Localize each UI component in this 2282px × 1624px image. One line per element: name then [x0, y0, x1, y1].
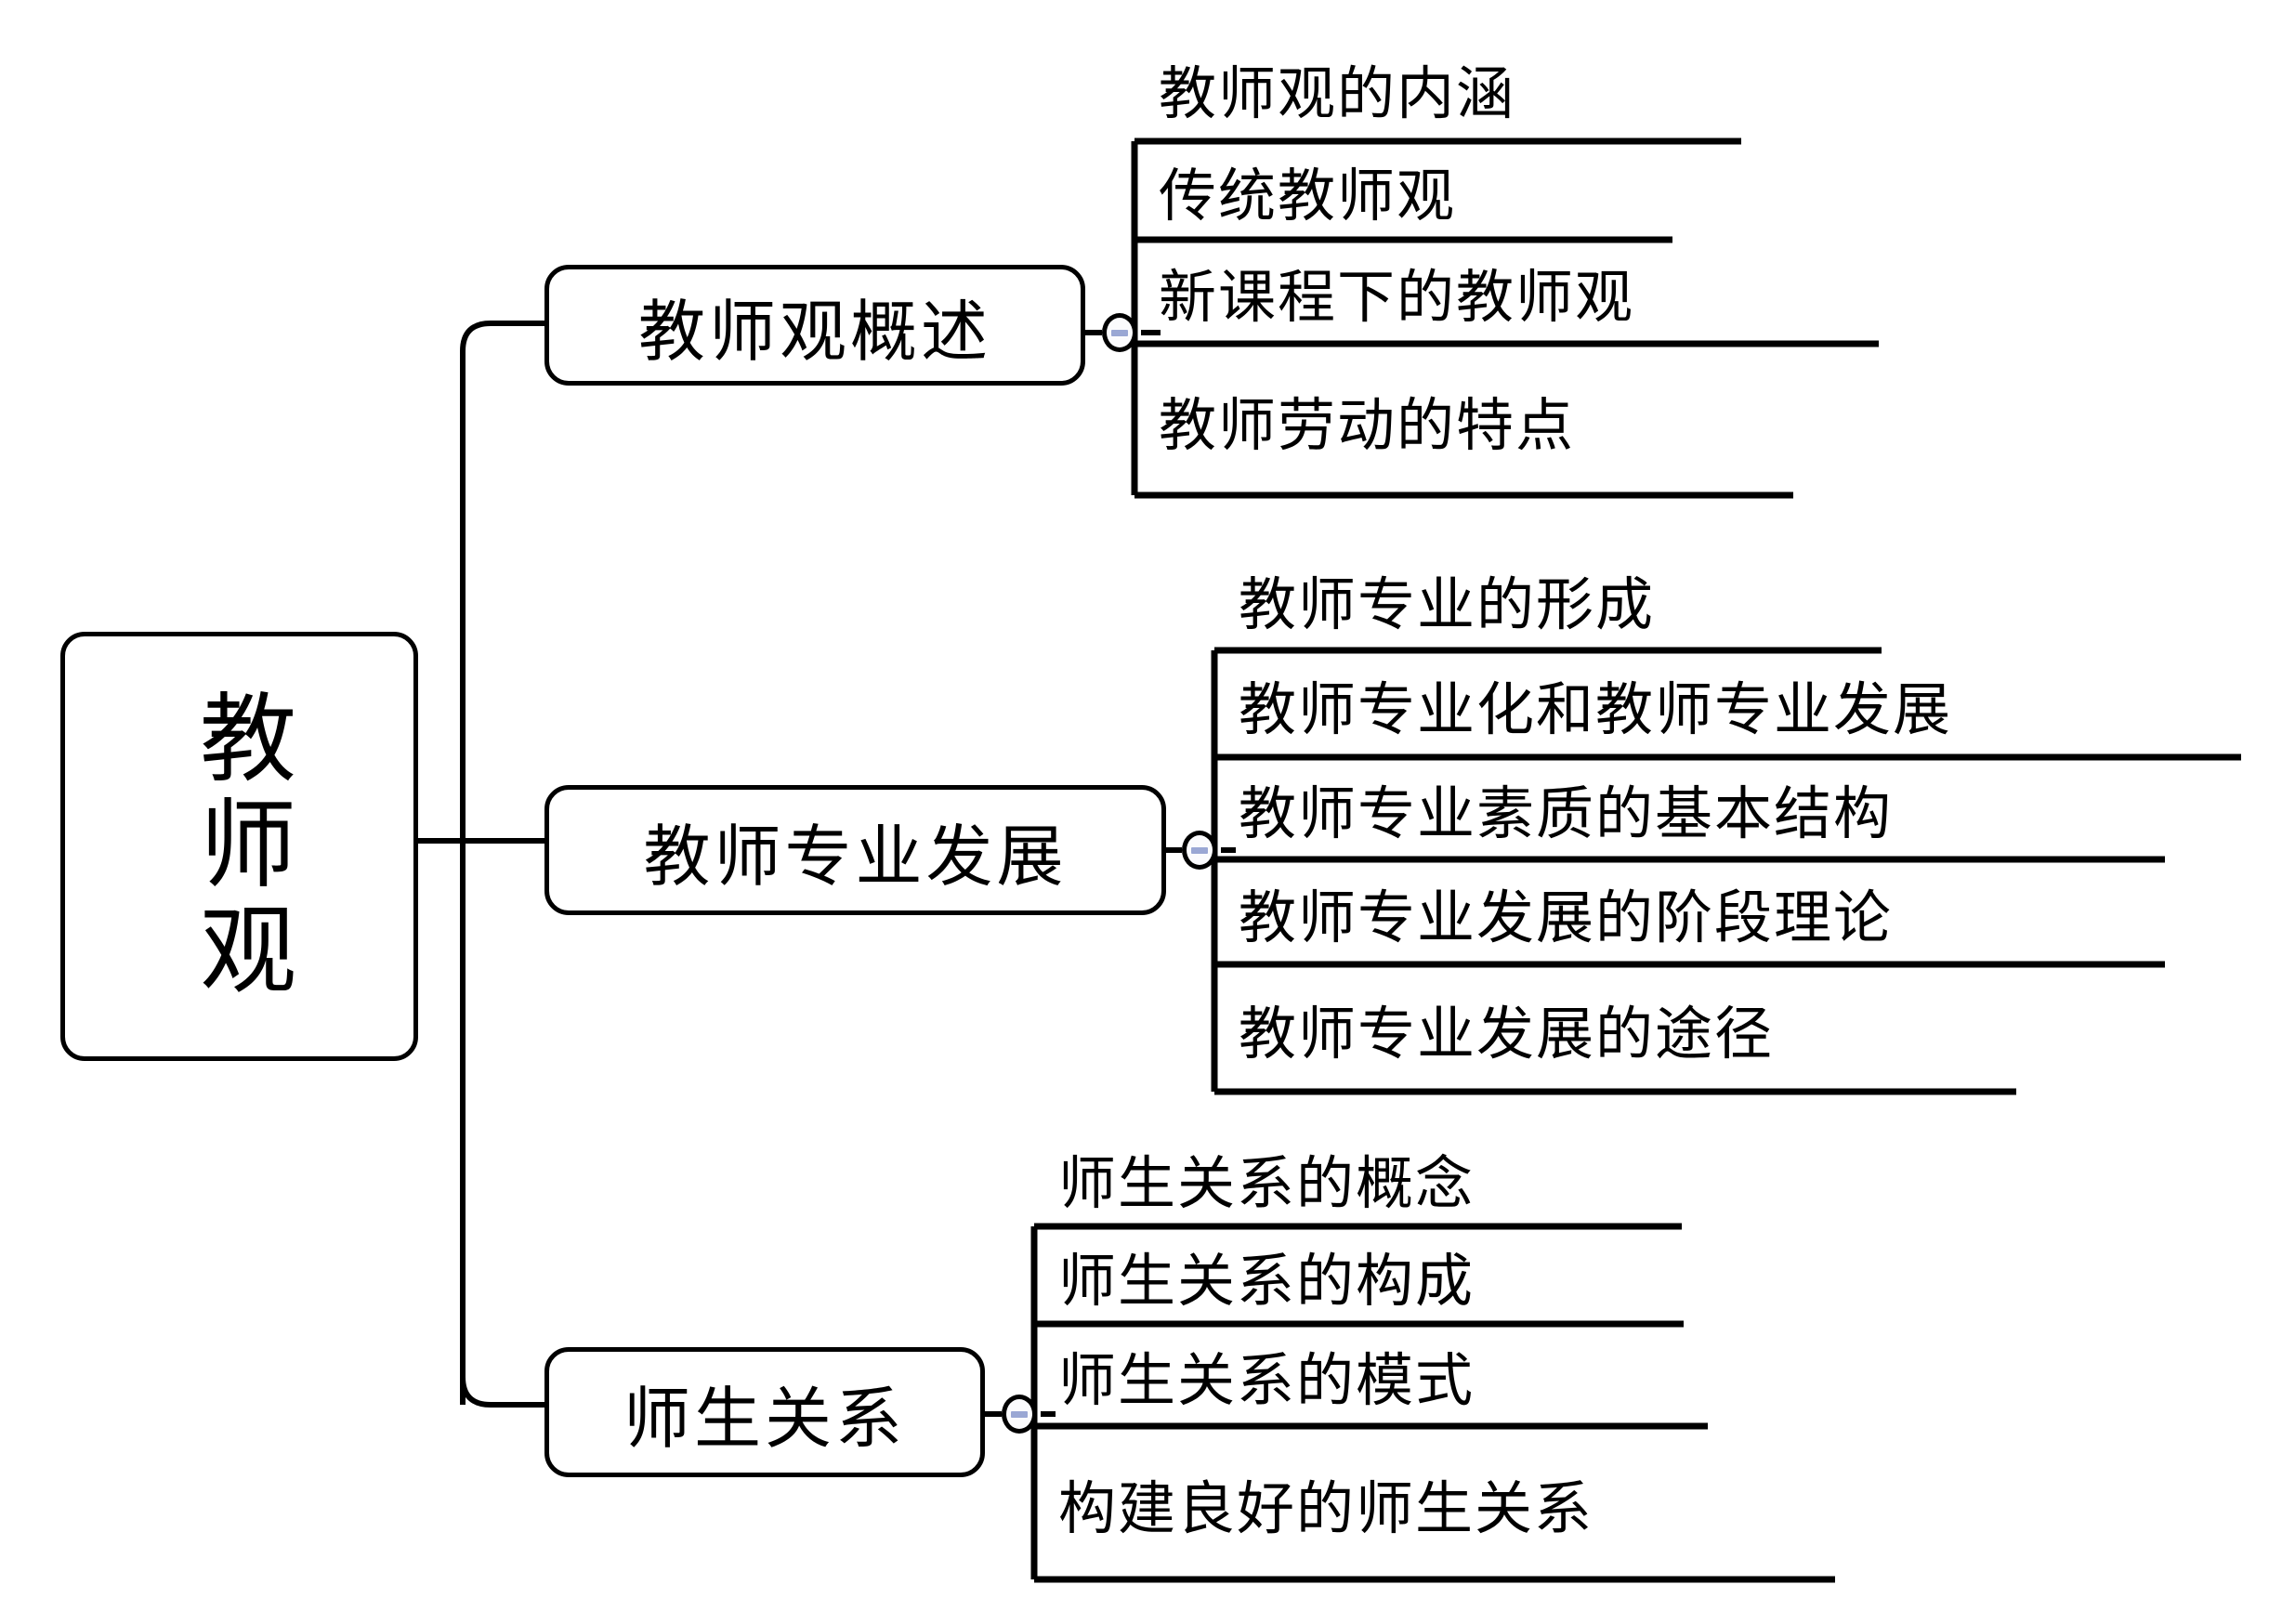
leaf-item[interactable]: 教师专业的形成	[1214, 548, 1902, 650]
root-node-label: 教师观	[182, 688, 296, 1005]
minus-glyph	[1011, 1410, 1028, 1418]
leaf-item[interactable]: 师生关系的概念	[1034, 1129, 1698, 1226]
leaf-item[interactable]: 构建良好的师生关系	[1034, 1426, 1852, 1579]
minus-glyph	[1191, 846, 1208, 854]
leaf-item[interactable]: 教师专业化和教师专业发展	[1214, 650, 2255, 757]
leaf-item[interactable]: 教师专业发展的阶段理论	[1214, 859, 2181, 964]
branch-node-professional-development-label: 教师专业发展	[643, 817, 1068, 896]
leaf-label: 构建良好的师生关系	[1058, 1473, 1594, 1542]
leaf-label: 教师专业化和教师专业发展	[1239, 674, 1953, 743]
leaf-label: 教师专业的形成	[1239, 570, 1656, 638]
leaf-label: 师生关系的构成	[1058, 1246, 1475, 1315]
leaf-item[interactable]: 师生关系的构成	[1034, 1226, 1698, 1324]
leaf-label: 教师专业发展的途径	[1239, 999, 1775, 1067]
leaf-label: 教师劳动的特点	[1159, 390, 1576, 459]
minus-circle-icon-branch-overview[interactable]	[1102, 313, 1137, 352]
minus-circle-icon-branch-teacher-student-relation[interactable]	[1002, 1395, 1037, 1434]
branch-node-teacher-student-relation[interactable]: 师生关系	[544, 1347, 985, 1477]
leaf-label: 师生关系的概念	[1058, 1148, 1475, 1217]
leaf-item[interactable]: 新课程下的教师观	[1134, 240, 1896, 344]
branch-3-connector	[460, 841, 544, 1408]
leaf-label: 新课程下的教师观	[1159, 263, 1635, 331]
leaf-item[interactable]: 教师观的内涵	[1134, 35, 1766, 141]
minus-glyph	[1111, 329, 1128, 336]
leaf-label: 传统教师观	[1159, 162, 1457, 229]
branch-node-overview-label: 教师观概述	[637, 292, 991, 371]
leaf-label: 师生关系的模式	[1058, 1346, 1475, 1414]
leaf-item[interactable]: 传统教师观	[1134, 141, 1692, 240]
root-node[interactable]: 教师观	[60, 632, 418, 1061]
minus-circle-icon-branch-professional-development[interactable]	[1182, 831, 1217, 870]
branch-node-overview[interactable]: 教师观概述	[544, 265, 1085, 386]
leaf-label: 教师观的内涵	[1159, 59, 1516, 127]
branch-1-connector	[460, 321, 544, 841]
leaf-label: 教师专业素质的基本结构	[1239, 779, 1894, 847]
leaf-item[interactable]: 教师专业发展的途径	[1214, 964, 2032, 1092]
branch-node-professional-development[interactable]: 教师专业发展	[544, 785, 1166, 915]
branch-node-teacher-student-relation-label: 师生关系	[623, 1379, 906, 1458]
leaf-item[interactable]: 师生关系的模式	[1034, 1324, 1722, 1426]
leaf-item[interactable]: 教师专业素质的基本结构	[1214, 757, 2181, 859]
leaf-item[interactable]: 教师劳动的特点	[1134, 344, 1813, 495]
leaf-label: 教师专业发展的阶段理论	[1239, 883, 1894, 951]
